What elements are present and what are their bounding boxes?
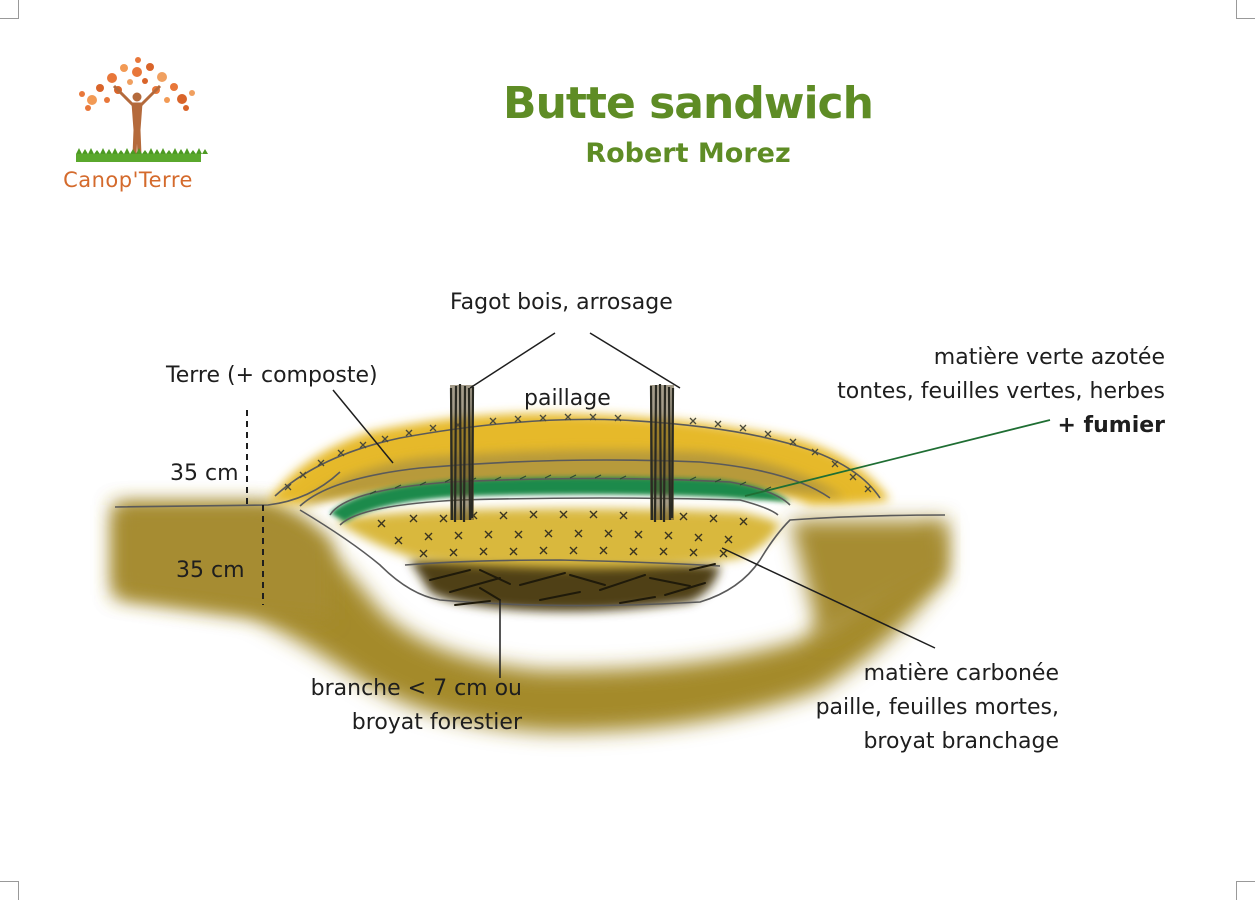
label-nitrogen-line2: tontes, feuilles vertes, herbes xyxy=(837,375,1165,409)
label-branch-group: branche < 7 cm ou broyat forestier xyxy=(311,672,522,740)
wood-fagot-right xyxy=(650,384,674,522)
label-nitrogen-line3: + fumier xyxy=(837,409,1165,443)
label-carbon-line3: broyat branchage xyxy=(816,725,1059,759)
label-fagot: Fagot bois, arrosage xyxy=(450,286,673,320)
label-carbon-line1: matière carbonée xyxy=(816,657,1059,691)
label-branch-line1: branche < 7 cm ou xyxy=(311,672,522,706)
label-carbon-line2: paille, feuilles mortes, xyxy=(816,691,1059,725)
label-terre: Terre (+ composte) xyxy=(166,359,378,393)
wood-fagot-left xyxy=(450,384,474,522)
label-carbon-group: matière carbonée paille, feuilles mortes… xyxy=(816,657,1059,759)
label-paillage: paillage xyxy=(524,382,611,416)
label-nitrogen-group: matière verte azotée tontes, feuilles ve… xyxy=(837,341,1165,443)
label-nitrogen-line1: matière verte azotée xyxy=(837,341,1165,375)
label-height-top: 35 cm xyxy=(170,457,239,491)
label-branch-line2: broyat forestier xyxy=(311,706,522,740)
label-height-bottom: 35 cm xyxy=(176,554,245,588)
